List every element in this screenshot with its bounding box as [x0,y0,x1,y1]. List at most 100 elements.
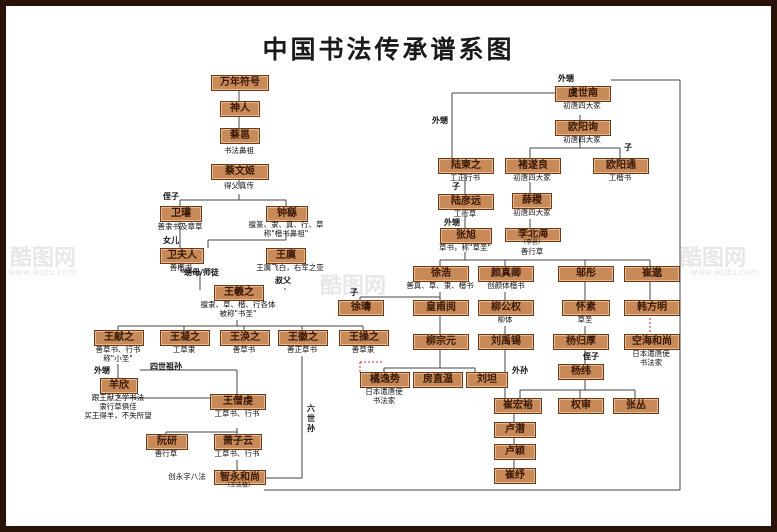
node-lujianzhi: 陆柬之 [438,158,494,174]
tag-sishizusun: 四世祖孙 [150,362,182,371]
note-xueji: 初唐四大家 [513,208,551,217]
note-huaisu: 草圣 [577,315,593,324]
node-liuchan: 刘坦 [466,372,508,388]
note-wanghuanzhi: 善草书 [232,345,256,354]
node-libeihai-sub: （李邕） [519,239,544,246]
node-liuzongyuan: 柳宗元 [413,334,469,350]
note-wangyi: 王廙飞白，右军之亚 [256,263,324,272]
node-yushinan: 虞世南 [555,86,611,102]
note-juyishi-2: 书法家 [372,396,396,405]
note-konghai-1: 日本遣唐使 [632,349,670,358]
note-konghai-2: 书法家 [639,358,663,367]
note-yanzhenqing: 创颜体楷书 [487,281,525,290]
node-cuimiao: 崔邈 [624,266,680,282]
node-xuhao: 徐浩 [413,266,469,282]
node-wutong: 邬彤 [558,266,614,282]
node-ouyangxun: 欧阳询 [555,120,611,136]
node-konghai: 空海和尚 [624,334,680,350]
note-xiaoziyun: 工草书、行书 [214,449,260,458]
node-zhiyong-sub: （王法极） [223,482,254,489]
note-chusuiliang: 初唐四大家 [513,173,551,182]
node-caiwenji: 蔡文姬 [211,164,269,180]
node-fangzhiwen: 房直温 [413,372,463,388]
tag-sheng-shitu: 甥母/师徒 [184,268,219,277]
node-xiaoziyun: 萧子云 [214,434,262,450]
node-wangningzhi: 王凝之 [160,330,210,346]
node-wanghuizhi: 王徽之 [278,330,328,346]
watermark-left: 酷图网 [10,246,77,271]
note-zhongyao-1: 擅篆、隶、真、行、草 [248,220,324,229]
tag-waisheng-4: 外甥 [444,218,460,227]
node-zhangxu: 张旭 [440,228,492,244]
note-caiyong: 书法鼻祖 [224,146,254,155]
note-wangxianzhi-1: 善草书、行书 [95,345,141,354]
note-zhangxu: 草书，称"草圣" [439,243,491,252]
tag-zuzhi: 叔父 [275,276,291,285]
node-yangguihou: 杨归厚 [553,334,609,350]
note-zhongyao-2: 称"楷书鼻祖" [263,229,309,238]
node-wangxizhi: 王羲之 [214,285,264,301]
note-ouyangtong: 工楷书 [608,173,632,182]
node-zhiyong: 智永和尚 [214,470,266,485]
tag-waisheng-3: 外甥 [432,116,448,125]
tag-waisheng-1: 外甥 [94,366,110,375]
note-wangxizhi-1: 擅隶、草、楷、行各体 [200,300,276,309]
note-ouyangxun: 初唐四大家 [563,135,601,144]
tag-zi-2: 子 [452,182,460,191]
node-juyishi: 橘逸势 [360,372,410,388]
watermark-center: 酷图网 [320,274,387,299]
note-wanghuizhi: 善正草书 [287,345,317,354]
tag-liushisun: 六世孙 [307,404,315,433]
note-libeihai: 善行草 [520,247,544,256]
note-zhiyong: 创永字八法 [168,472,206,481]
note-liugongquan: 柳体 [497,315,513,324]
note-weifuren: 善楷书 [169,263,193,272]
node-liuyuxi: 刘禹锡 [478,334,534,350]
note-yangxin-1: 跟王献之学书法 [91,393,145,402]
tag-zhizi-2: 侄子 [583,352,599,361]
note-yangxin-3: 买王得羊，不失所望 [84,411,152,420]
node-ruanyan: 阮研 [146,434,188,450]
node-cuihongyu: 崔宏裕 [494,398,542,414]
note-lujianzhi: 工正行书 [450,173,480,182]
note-ruanyan: 善行草 [154,449,178,458]
note-yangxin-2: 隶行草俱佳 [99,402,137,411]
node-zhongyao: 钟繇 [266,206,308,222]
node-huangfuyue: 皇甫阅 [413,300,469,316]
watermark-url-left: www.ikutu.com [8,268,77,278]
node-weishuo: 卫瓘 [160,206,202,222]
note-wangxizhi-2: 被称"书圣" [219,309,257,318]
tag-nver: 女儿 [163,236,179,245]
node-ouyangtong: 欧阳通 [593,158,649,174]
note-yushinan: 初唐四大家 [563,101,601,110]
node-wanghuanzhi: 王涣之 [220,330,270,346]
node-wangsengqian: 王僧虔 [210,394,266,410]
node-cuiyu: 崔纾 [494,468,536,484]
note-caiwenji: 得父真传 [224,181,254,190]
node-zhangcong: 张丛 [613,398,659,414]
node-wangyi: 王廙 [266,248,306,264]
node-xushou: 徐璹 [338,300,384,316]
note-wangxianzhi-2: 称"小圣" [103,354,133,363]
node-hanfangming: 韩方明 [624,300,680,316]
note-juyishi-1: 日本遣唐使 [365,387,403,396]
node-luying: 卢颖 [494,444,536,460]
node-liugongquan: 柳公权 [478,300,534,316]
tag-waisun: 外孙 [512,366,528,375]
node-huaisu: 怀素 [562,300,610,316]
node-libeihai: 李北海 [505,228,561,242]
note-weishuo: 善隶书及章草 [157,222,203,231]
node-luqian: 卢潜 [494,422,536,438]
watermark-url-right: www.ikutu.com [690,268,759,278]
watermark-right: 酷图网 [680,246,747,271]
node-caiyong: 蔡邕 [220,128,260,144]
note-luyanyuan: 工行草 [453,209,477,218]
node-weifuren: 卫夫人 [160,248,204,264]
page-title: 中国书法传承谱系图 [262,35,515,64]
node-yangxin: 羊欣 [100,378,138,394]
tag-zhizi: 侄子 [163,192,179,201]
node-wangxianzhi: 王献之 [94,330,144,346]
node-shenren: 神人 [220,101,260,117]
